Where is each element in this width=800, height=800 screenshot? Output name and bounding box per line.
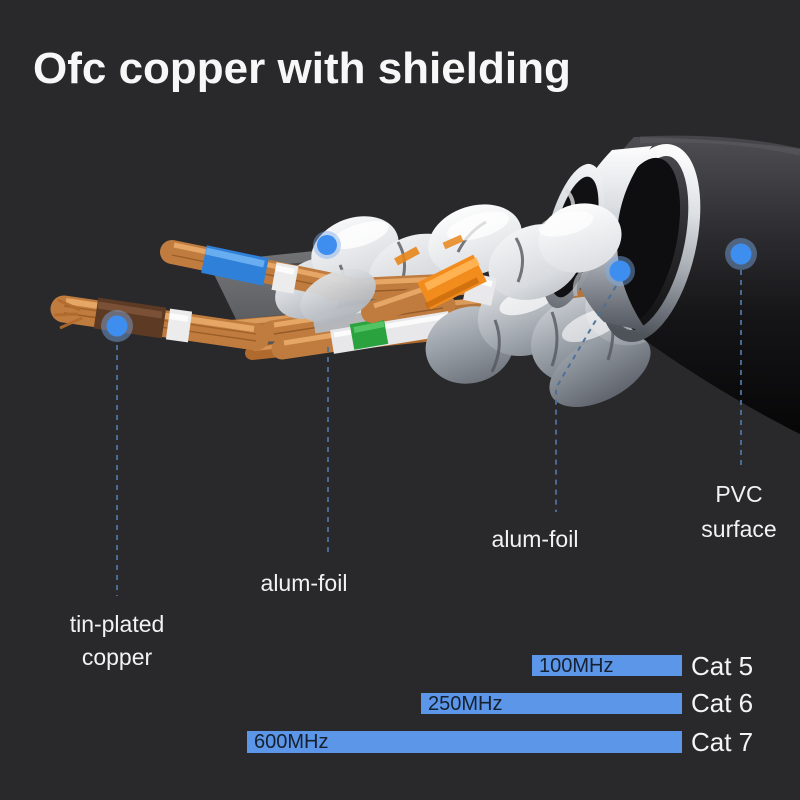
wire-brown-band (50, 295, 270, 351)
callout-alum-foil-left: alum-foil (239, 567, 369, 600)
bar-category-label-cat5: Cat 5 (691, 651, 754, 681)
bar-category-label-cat7: Cat 7 (691, 727, 754, 757)
bar-frequency-label: 100MHz (539, 655, 614, 677)
callout-tin-plated-copper: tin-plated copper (52, 608, 182, 674)
callout-pvc-surface: PVC surface (674, 477, 800, 547)
callout-line: copper (81, 644, 153, 670)
callout-line: PVC (715, 481, 763, 507)
marker-dot-alum-foil-right (605, 256, 635, 286)
callout-line: surface (701, 516, 777, 542)
bar-frequency-label: 600MHz (254, 731, 329, 753)
marker-dot-pvc-surface (725, 238, 757, 270)
marker-dot-alum-foil-left (313, 231, 341, 259)
callout-line: alum-foil (260, 570, 348, 596)
callout-line: alum-foil (491, 526, 579, 552)
wire-green-band (271, 311, 452, 360)
bar-frequency-label: 250MHz (428, 693, 503, 715)
bar-cat6: 250MHz (421, 693, 682, 715)
bar-cat5: 100MHz (532, 655, 682, 677)
callout-alum-foil-right: alum-foil (470, 523, 600, 556)
marker-dot-tin-plated-copper (101, 310, 133, 342)
wire-orange-band (361, 254, 487, 323)
wire-blue-band (160, 240, 376, 324)
leader-line-alum-foil-right (555, 285, 617, 512)
marker-dots (101, 231, 757, 342)
bar-cat7: 600MHz (247, 731, 682, 753)
bar-category-label-cat6: Cat 6 (691, 688, 754, 718)
callout-line: tin-plated (69, 611, 165, 637)
leader-lines (116, 270, 742, 596)
page-title: Ofc copper with shielding (33, 44, 571, 93)
